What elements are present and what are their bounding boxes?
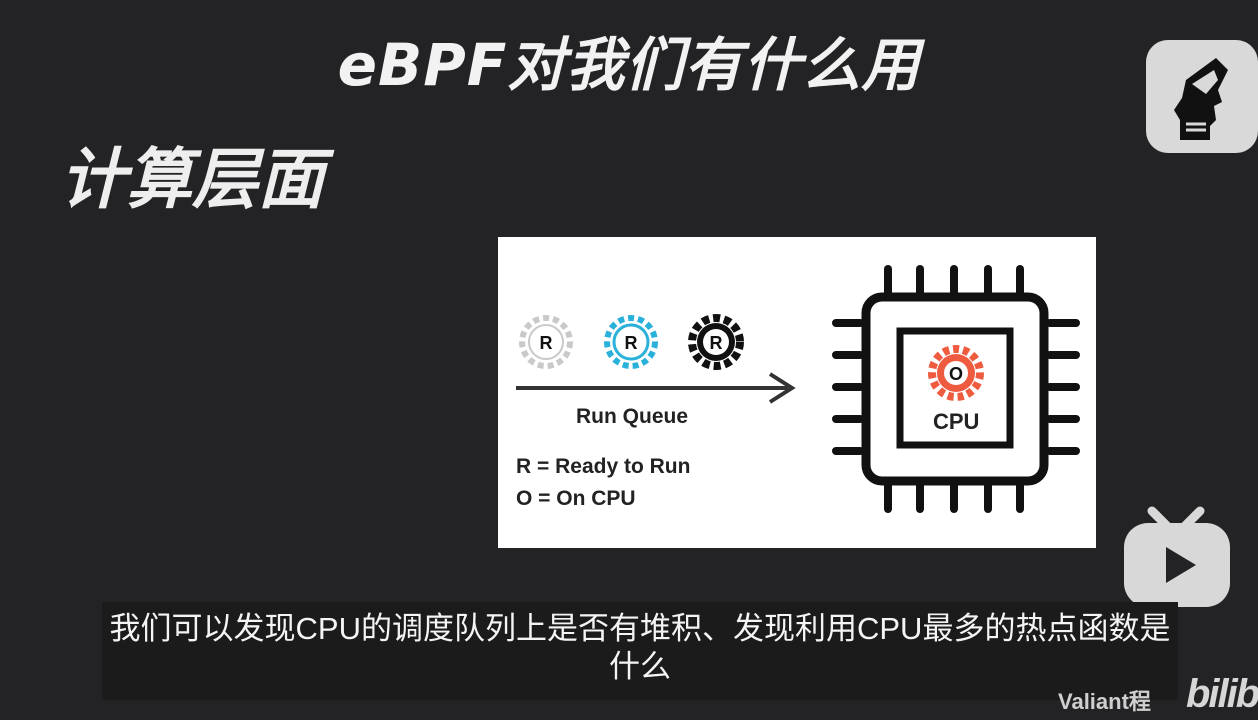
gear-icon-pale [519,315,573,369]
slide-subtitle: 计算层面 [60,141,324,218]
subtitle-caption: 我们可以发现CPU的调度队列上是否有堆积、发现利用CPU最多的热点函数是什么 [109,611,1171,684]
bilibili-watermark: bilib [1186,672,1258,716]
gear-icon-dark [688,314,744,370]
queue-item-label: R [710,333,723,353]
run-queue-label: Run Queue [576,405,689,428]
queue-item-label: R [540,333,553,353]
arrow-right-icon [516,372,796,404]
channel-logo [1146,40,1258,153]
play-button[interactable] [1122,505,1232,610]
legend-ready: R = Ready to Run [516,455,691,478]
diagram-graphics: R R R [516,265,1080,513]
uploader-watermark: Valiant程 [1058,689,1151,714]
queue-item-label: R [625,333,638,353]
cpu-label: CPU [933,409,980,434]
cpu-chip-icon: O [832,265,1080,513]
slide-title: eBPF对我们有什么用 [337,31,921,99]
gear-icon-cyan [604,315,658,369]
legend-on-cpu: O = On CPU [516,487,636,510]
subtitle-caption-background [102,602,1178,700]
bilibili-tv-play-icon [1124,506,1230,607]
on-cpu-marker: O [949,364,963,384]
cpu-scheduling-diagram: R R R [498,237,1096,548]
channel-avatar-icon [1174,58,1228,140]
gear-icon-oncpu [928,345,984,401]
